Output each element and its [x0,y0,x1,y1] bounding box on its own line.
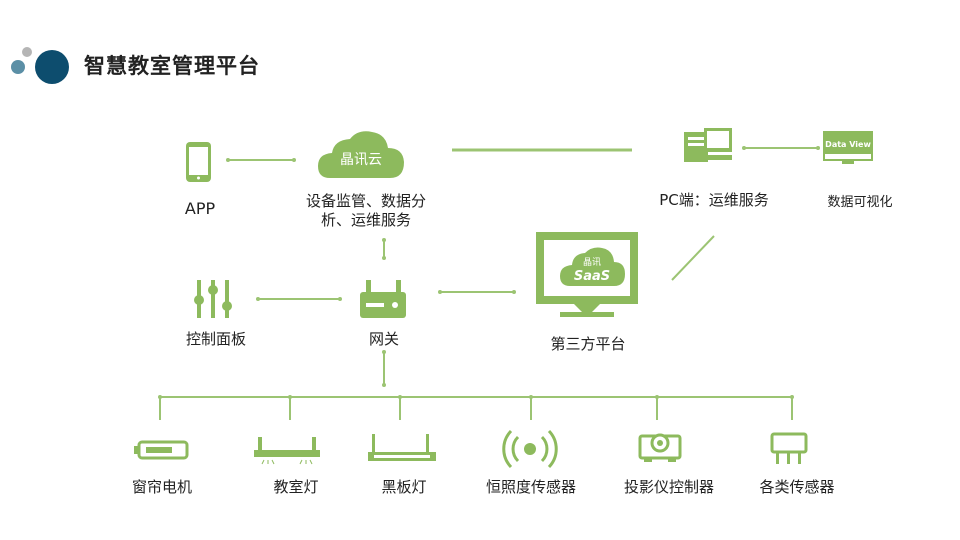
sensor-icon [770,432,808,464]
saas-label: 第三方平台 [550,335,626,353]
sliders-icon [194,280,232,318]
connectors [159,147,818,420]
connector-saas-pc [671,235,715,281]
saas-monitor-icon: 晶讯 SaaS [536,232,638,317]
data-view-icon: Data View [823,131,873,164]
curtain-motor-icon [134,440,189,460]
page-title: 智慧教室管理平台 [84,54,260,78]
device-label-illuminance-sensor: 恒照度传感器 [485,478,576,496]
device-label-classroom-light: 教室灯 [273,478,319,496]
cloud-icon-text: 晶讯云 [340,152,382,168]
saas-icon-text-bottom: SaaS [574,269,610,284]
illuminance-sensor-icon [502,429,558,469]
cloud-caption-line2: 析、运维服务 [320,211,411,229]
device-label-curtain-motor: 窗帘电机 [131,478,192,496]
saas-icon-text-top: 晶讯 [583,257,601,268]
phone-icon [186,142,211,182]
data-view-label: 数据可视化 [827,195,893,210]
classroom-light-icon [254,437,320,465]
device-label-sensors: 各类传感器 [759,478,835,496]
cloud-icon: 晶讯云 [318,131,404,178]
pc-label: PC端：运维服务 [659,191,769,209]
app-label: APP [184,199,216,218]
device-label-blackboard-light: 黑板灯 [381,478,427,496]
control-panel-label: 控制面板 [185,330,246,348]
pc-icon [684,128,732,162]
blackboard-light-icon [368,434,436,461]
logo-mark [11,47,69,84]
device-label-projector-controller: 投影仪控制器 [623,478,714,496]
data-view-icon-text: Data View [825,140,871,149]
router-icon [360,280,406,318]
gateway-label: 网关 [368,330,399,348]
cloud-caption-line1: 设备监管、数据分 [305,192,426,210]
projector-controller-icon [638,433,682,462]
